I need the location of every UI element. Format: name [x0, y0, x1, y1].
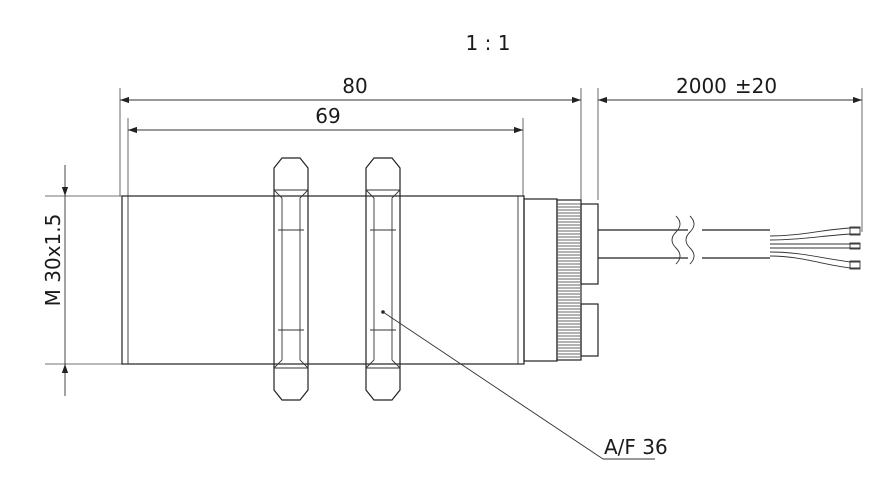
dimension-thread-spec: M 30x1.5	[41, 165, 69, 396]
hex-nut-right	[365, 157, 401, 401]
cable-gland	[580, 203, 599, 357]
hex-nut-left	[273, 157, 309, 401]
scale-label: 1 : 1	[466, 31, 511, 55]
wrench-size-callout: A/F 36	[381, 310, 668, 460]
overall-length-label: 80	[342, 74, 367, 98]
knurled-ring	[556, 199, 582, 361]
thread-length-label: 69	[315, 104, 340, 128]
dimension-thread-length: 69	[128, 104, 523, 134]
sensor-body	[121, 195, 558, 365]
wrench-size-label: A/F 36	[604, 435, 668, 459]
thread-spec-label: M 30x1.5	[41, 214, 65, 307]
extension-lines	[45, 88, 863, 365]
cable	[598, 215, 861, 270]
cable-length-label: 2000±20	[676, 74, 777, 98]
dimension-cable-length: 2000±20	[598, 74, 862, 104]
dimension-overall-length: 80	[120, 74, 581, 104]
